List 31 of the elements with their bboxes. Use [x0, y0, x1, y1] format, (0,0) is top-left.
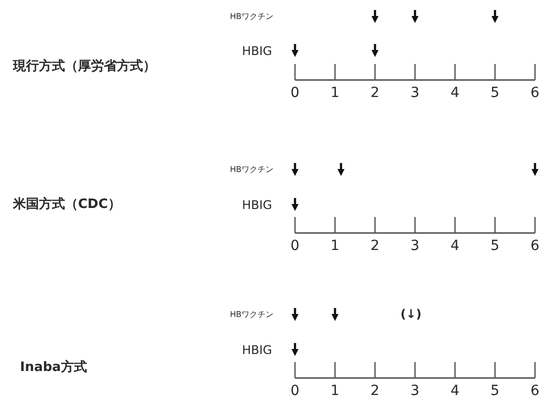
row-label: HBワクチン: [230, 13, 274, 21]
optional-dose-mark: (↓): [400, 308, 422, 320]
tick-label: 5: [490, 239, 500, 253]
tick-label: 4: [450, 239, 460, 253]
tick-label: 5: [490, 86, 500, 100]
tick-label: 2: [370, 86, 380, 100]
tick-label: 0: [290, 384, 300, 398]
tick-label: 3: [410, 384, 420, 398]
tick-label: 3: [410, 86, 420, 100]
tick-label: 6: [530, 239, 540, 253]
tick-label: 1: [330, 239, 340, 253]
row-label: HBワクチン: [230, 311, 274, 319]
tick-label: 4: [450, 384, 460, 398]
tick-label: 2: [370, 239, 380, 253]
tick-label: 2: [370, 384, 380, 398]
tick-label: 0: [290, 239, 300, 253]
tick-label: 5: [490, 384, 500, 398]
schedule-title: 米国方式（CDC）: [13, 198, 121, 211]
schedule-title: 現行方式（厚労省方式）: [13, 60, 156, 73]
tick-label: 1: [330, 86, 340, 100]
schedule-title: Inaba方式: [20, 361, 87, 374]
row-label: HBワクチン: [230, 166, 274, 174]
tick-label: 3: [410, 239, 420, 253]
tick-label: 6: [530, 384, 540, 398]
tick-label: 1: [330, 384, 340, 398]
row-label: HBIG: [242, 45, 272, 57]
tick-label: 0: [290, 86, 300, 100]
tick-label: 6: [530, 86, 540, 100]
row-label: HBIG: [242, 199, 272, 211]
row-label: HBIG: [242, 344, 272, 356]
tick-label: 4: [450, 86, 460, 100]
